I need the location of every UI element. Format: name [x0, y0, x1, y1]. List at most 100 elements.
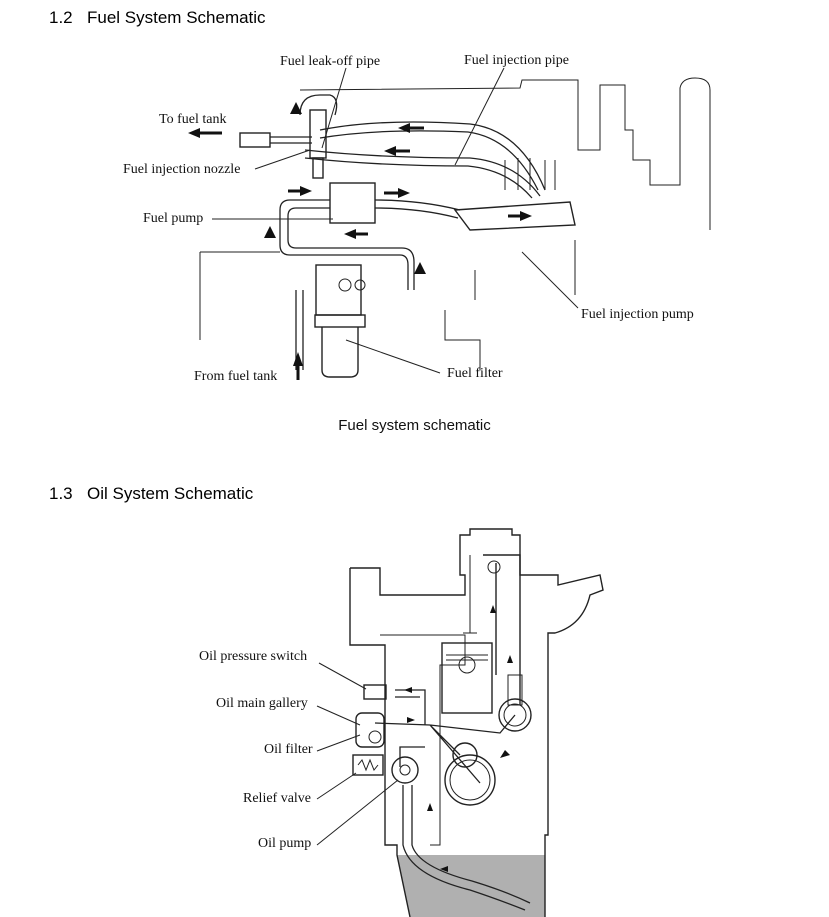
leader-nozzle [254, 149, 311, 170]
oil-pump-housing [391, 756, 419, 784]
label-relief-valve: Relief valve [243, 791, 312, 806]
oil-section-heading: 1.3 Oil System Schematic [49, 484, 253, 504]
fuel-filter-bowl [321, 327, 359, 378]
pushrod [483, 554, 521, 705]
leader-oil-pressure-switch [318, 662, 367, 690]
arrow-injection-pump-shaft [508, 214, 520, 218]
label-oil-pump: Oil pump [258, 836, 312, 851]
relief-valve-spring [357, 758, 379, 772]
oil-section-number: 1.3 [49, 484, 73, 503]
tappet [507, 674, 523, 706]
oil-section-title: Oil System Schematic [87, 484, 254, 503]
fuel-system-diagram: Fuel leak-off pipe Fuel injection pipe T… [0, 40, 829, 400]
camshaft-inner [503, 703, 527, 727]
valve-stem [463, 555, 477, 634]
oil-main-gallery-passage [374, 714, 516, 784]
arrow-pressure-switch [404, 687, 412, 693]
engine-block-outline [350, 528, 604, 917]
arrow-pipe-upper-shaft [410, 126, 424, 130]
oil-strainer-pipe [402, 785, 526, 911]
engine-outline [299, 77, 711, 230]
injection-pipe-upper [319, 121, 546, 191]
to-tank-fitting [239, 132, 271, 148]
injection-pipe-upper-b [319, 130, 539, 191]
relief-valve-body [352, 754, 384, 776]
arrow-supply-right-up [414, 262, 426, 274]
injection-nozzle-tip [312, 157, 324, 179]
label-fuel-filter: Fuel filter [447, 366, 503, 381]
arrow-tappet-up [507, 655, 513, 663]
label-fuel-leak-off-pipe: Fuel leak-off pipe [280, 54, 381, 69]
arrow-pipe-upper [398, 123, 410, 133]
label-from-fuel-tank: From fuel tank [194, 369, 278, 384]
rocker-pivot [487, 560, 501, 574]
fuel-filter-ring [314, 314, 366, 328]
arrow-crank-up [427, 803, 433, 811]
leader-oil-filter [316, 734, 361, 752]
leader-relief-valve [316, 772, 357, 800]
piston-pin [458, 656, 476, 674]
piston [441, 642, 493, 714]
label-fuel-injection-pump: Fuel injection pump [581, 307, 694, 322]
leader-injection-pump [521, 251, 579, 309]
label-fuel-injection-nozzle: Fuel injection nozzle [123, 162, 241, 177]
arrow-supply-up [264, 226, 276, 238]
arrow-pump-out [398, 188, 410, 198]
label-to-fuel-tank: To fuel tank [159, 112, 227, 127]
arrow-pump-out-shaft [384, 191, 398, 195]
label-oil-pressure-switch: Oil pressure switch [199, 649, 308, 664]
arrow-pipe-lower [384, 146, 396, 156]
leak-off-loop [299, 94, 338, 116]
fuel-section-heading: 1.2 Fuel System Schematic [49, 8, 266, 28]
arrow-pump-in-shaft [288, 189, 300, 193]
arrow-to-tank-shaft [200, 131, 222, 135]
injection-pipe-lower-b [304, 157, 533, 199]
from-tank-pipe [295, 290, 304, 370]
oil-system-diagram: Oil pressure switch Oil main gallery Oil… [0, 515, 829, 917]
arrow-from-tank-shaft [296, 366, 300, 380]
arrow-pushrod-up [490, 605, 496, 613]
arrow-pump-return-shaft [356, 232, 368, 236]
oil-filter-element [368, 730, 382, 744]
fuel-pump-outlet-pipe [374, 199, 461, 219]
arrow-leak-off-up [290, 102, 302, 114]
piston-rings [446, 654, 488, 661]
fuel-filter-head [315, 264, 362, 316]
fuel-pump-body [329, 182, 376, 224]
label-oil-filter: Oil filter [264, 742, 313, 757]
oil-strainer-pipe-b [411, 785, 531, 904]
filter-feed-line [199, 251, 280, 340]
fuel-pump-supply-pipe [279, 199, 409, 290]
fuel-filter-plug [354, 279, 366, 291]
oil-system-drawing [316, 528, 604, 917]
engine-block-left [349, 568, 411, 917]
fuel-system-drawing [188, 67, 711, 380]
label-fuel-injection-pipe: Fuel injection pipe [464, 53, 569, 68]
arrow-pump-in [300, 186, 312, 196]
arrow-from-tank [293, 352, 303, 366]
oil-pressure-switch-body [363, 684, 387, 700]
fuel-filter-bolt [338, 278, 352, 292]
arrow-injection-pump [520, 211, 532, 221]
leader-oil-main-gallery [316, 705, 361, 726]
leader-fuel-filter [345, 339, 441, 374]
arrow-pump-return [344, 229, 356, 239]
crankshaft-outer [444, 754, 496, 806]
arrow-to-tank [188, 128, 200, 138]
oil-pump-gear [399, 764, 411, 776]
crankcase-inner [380, 634, 466, 846]
oil-filter-body [355, 712, 385, 748]
to-tank-pipe [270, 136, 312, 144]
engine-block-lines [444, 240, 576, 370]
arrow-main-gallery [407, 717, 415, 723]
arrow-strainer [440, 866, 448, 872]
label-fuel-pump: Fuel pump [143, 211, 204, 226]
fuel-section-title: Fuel System Schematic [87, 8, 266, 27]
injection-pump-body [453, 201, 576, 231]
arrow-cam-passage [500, 750, 510, 758]
injection-pipe-lower [304, 149, 541, 197]
oil-pan-oil [397, 855, 545, 917]
arrow-pipe-lower-shaft [396, 149, 410, 153]
fuel-section-number: 1.2 [49, 8, 73, 27]
leader-injection-pipe [454, 67, 505, 166]
